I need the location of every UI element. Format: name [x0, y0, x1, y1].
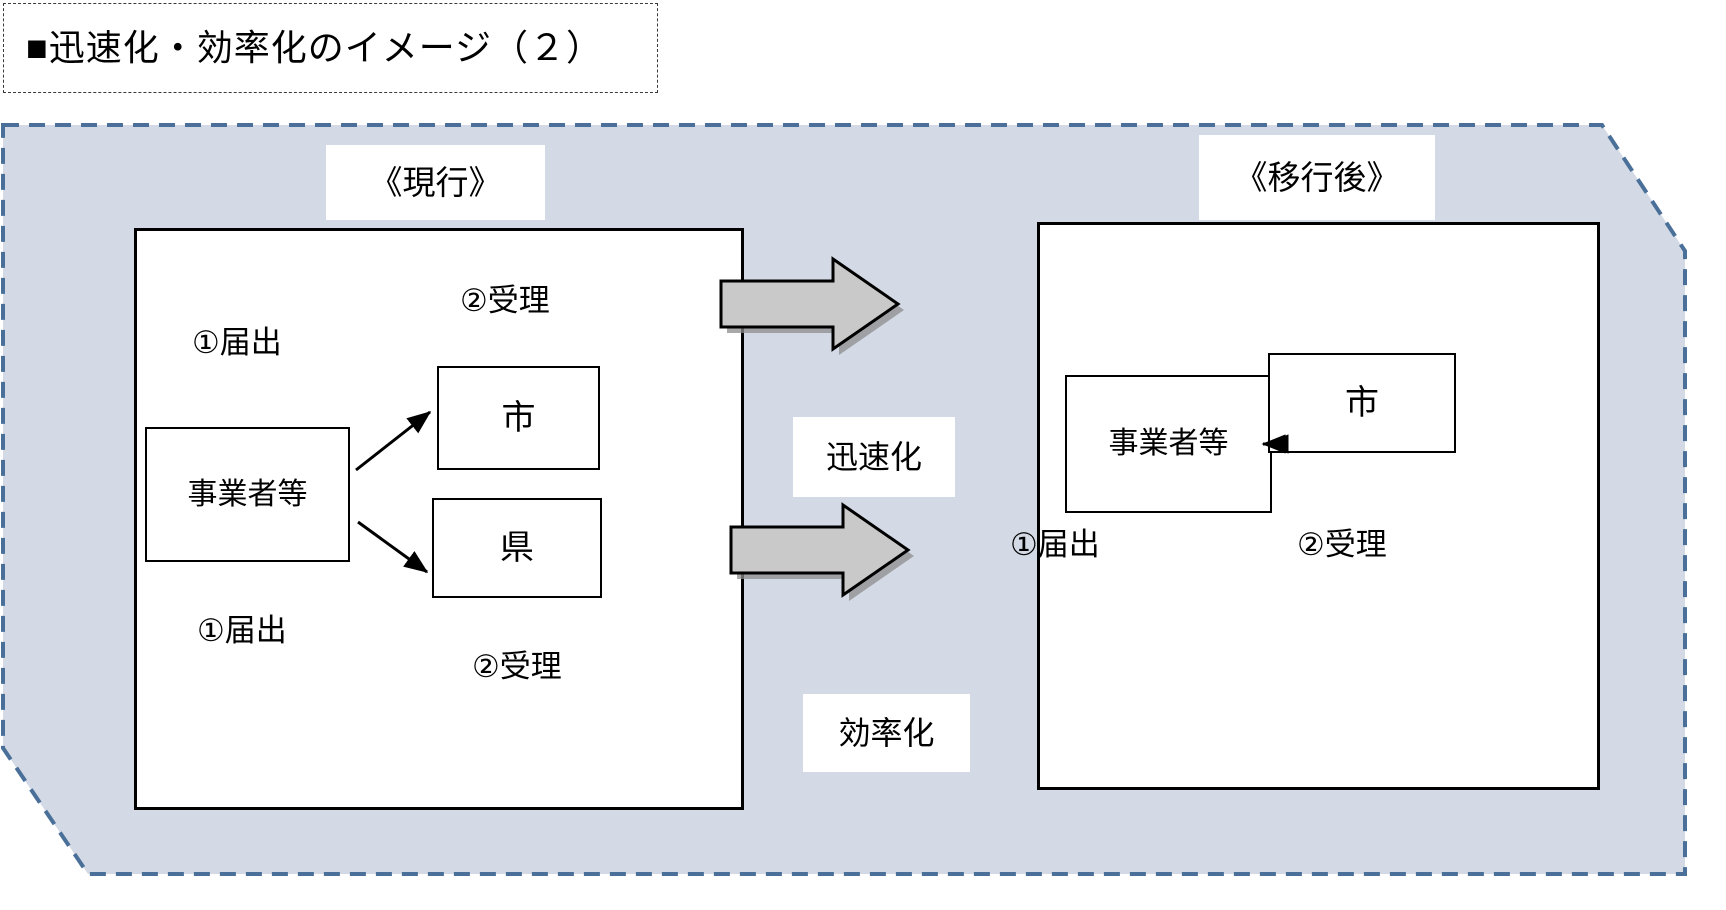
future-note-juri: ②受理: [1297, 527, 1387, 562]
current-note-juri-lower: ②受理: [472, 649, 562, 684]
current-note-juri-upper: ②受理: [460, 283, 550, 318]
future-box-shi: 市: [1268, 353, 1456, 453]
future-note-todokede: ①届出: [1010, 527, 1100, 562]
current-box-ken: 県: [432, 498, 602, 598]
transition-caption-bottom: 効率化: [838, 715, 935, 751]
current-box-shi-label: 市: [501, 399, 536, 437]
current-state-label-chip: 《現行》: [326, 145, 545, 220]
future-box-shi-label: 市: [1345, 384, 1379, 422]
future-state-label-chip: 《移行後》: [1199, 135, 1435, 220]
transition-arrow-top: [708, 246, 908, 356]
transition-arrow-top-shape: [719, 256, 901, 352]
transition-arrow-bottom-shape: [729, 502, 911, 598]
future-box-jigyousha-label: 事業者等: [1108, 427, 1229, 460]
current-note-todokede-lower: ①届出: [197, 613, 287, 648]
current-box-ken-label: 県: [500, 529, 534, 567]
future-state-panel: [1037, 222, 1600, 790]
current-note-todokede-upper: ①届出: [192, 325, 282, 360]
current-state-label: 《現行》: [369, 164, 502, 201]
transition-caption-bottom-chip: 効率化: [803, 694, 970, 772]
current-box-jigyousha-label: 事業者等: [187, 477, 308, 511]
transition-caption-top: 迅速化: [825, 439, 922, 475]
page-title: ■迅速化・効率化のイメージ（２）: [26, 27, 604, 68]
transition-arrow-bottom: [718, 492, 918, 602]
future-box-jigyousha: 事業者等: [1065, 375, 1272, 513]
title-box: ■迅速化・効率化のイメージ（２）: [3, 3, 658, 93]
current-box-jigyousha: 事業者等: [145, 427, 350, 562]
transition-caption-top-chip: 迅速化: [793, 417, 955, 497]
current-box-shi: 市: [437, 366, 600, 470]
future-state-label: 《移行後》: [1234, 159, 1400, 196]
